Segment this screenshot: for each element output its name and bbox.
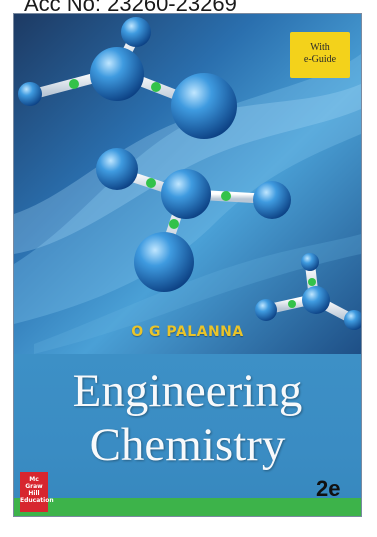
- edition-label: 2e: [316, 476, 341, 501]
- badge-line-1: With: [310, 42, 330, 53]
- bottom-green-strip: [14, 498, 361, 516]
- publisher-logo-line-1: Mc: [29, 476, 39, 483]
- publisher-logo: Mc Graw Hill Education: [20, 472, 54, 512]
- publisher-logo-line-4: Education: [20, 497, 54, 504]
- publisher-logo-line-3: Hill: [28, 490, 40, 497]
- badge-line-2: e-Guide: [303, 54, 337, 65]
- molecule-artwork: [14, 14, 361, 354]
- author-name: O G PALANNA: [131, 324, 244, 340]
- accession-number-text: Acc No: 23260-23269: [24, 0, 237, 16]
- book-cover[interactable]: With e-Guide O G PALANNA Engineering Che…: [14, 14, 361, 516]
- book-title-line-1: Engineering: [72, 365, 303, 417]
- e-guide-badge: With e-Guide: [290, 32, 350, 78]
- book-title-line-2: Chemistry: [89, 419, 286, 471]
- publisher-logo-line-2: Graw: [25, 483, 43, 490]
- title-band: [14, 354, 361, 516]
